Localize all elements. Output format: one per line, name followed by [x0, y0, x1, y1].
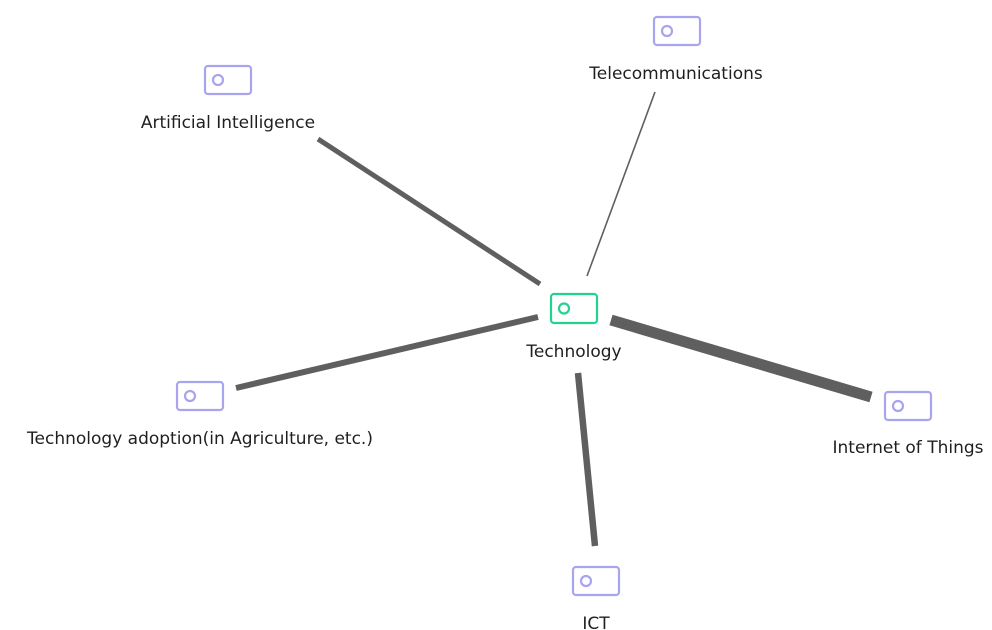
node-label: Artificial Intelligence — [141, 113, 315, 133]
node-label: Technology adoption(in Agriculture, etc.… — [26, 429, 373, 449]
tag-icon — [175, 380, 225, 412]
tag-icon-body — [203, 64, 253, 96]
tag-icon-hole — [660, 24, 674, 38]
node-telecommunications[interactable]: Telecommunications — [588, 15, 763, 84]
node-internet-of-things[interactable]: Internet of Things — [833, 390, 984, 458]
node-label: Technology — [525, 342, 621, 362]
edge-ict — [574, 372, 599, 547]
tag-icon-hole — [211, 73, 225, 87]
tag-icon-hole — [579, 574, 593, 588]
tag-icon — [549, 292, 599, 325]
tag-icon-body — [549, 292, 599, 325]
tag-icon — [652, 15, 702, 47]
tag-icon-hole — [183, 389, 197, 403]
node-ict[interactable]: ICT — [571, 565, 621, 630]
tag-icon — [571, 565, 621, 597]
tag-icon-body — [652, 15, 702, 47]
edge-telecom — [586, 91, 656, 277]
node-label: Telecommunications — [588, 64, 763, 84]
edge-adoption — [235, 314, 539, 391]
node-artificial-intelligence[interactable]: Artificial Intelligence — [141, 64, 315, 133]
node-technology-adoption[interactable]: Technology adoption(in Agriculture, etc.… — [26, 380, 373, 449]
tag-icon-body — [883, 390, 933, 422]
tag-icon-hole — [557, 302, 571, 315]
edge-iot — [609, 314, 873, 403]
node-label: Internet of Things — [833, 438, 984, 458]
tag-icon-body — [571, 565, 621, 597]
tag-icon — [203, 64, 253, 96]
tag-icon-hole — [891, 399, 905, 413]
tag-icon-body — [175, 380, 225, 412]
node-technology[interactable]: Technology — [525, 292, 622, 362]
tag-icon — [883, 390, 933, 422]
node-label: ICT — [582, 614, 610, 630]
graph-edges — [235, 91, 873, 547]
edge-ai — [316, 136, 542, 287]
